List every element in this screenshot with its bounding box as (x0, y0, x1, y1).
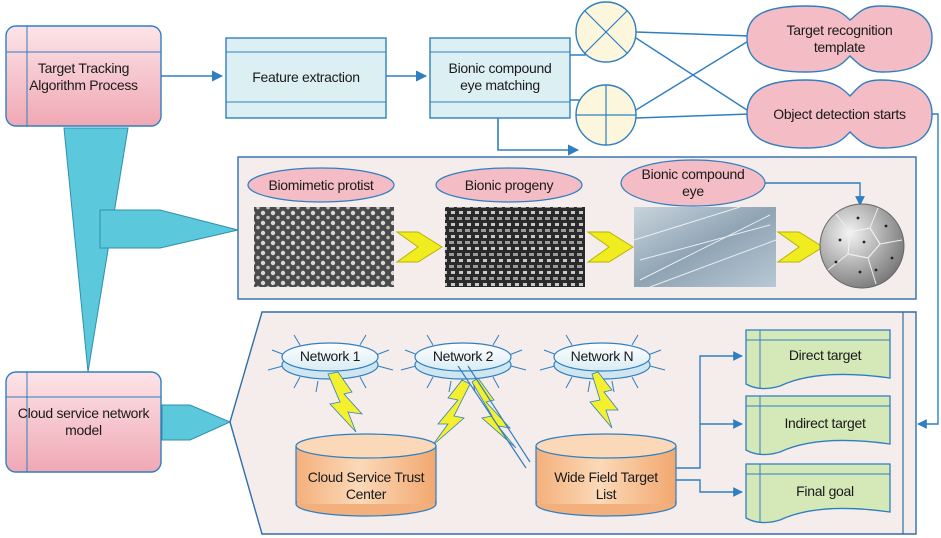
recognition-template-ellipse (746, 5, 933, 73)
bionic-callout-arrow (99, 209, 239, 249)
chevron-arrow-icon (586, 231, 634, 263)
lightning-bolt-icon (589, 371, 619, 429)
feature-extraction-box (225, 37, 387, 119)
network-1-disk (267, 334, 394, 393)
direct-target-doc (745, 329, 891, 390)
chevron-arrow-icon (776, 231, 824, 263)
compound-eye-texture-image (633, 206, 777, 288)
lightning-bolt-icon (431, 379, 471, 447)
network-n-disk (539, 334, 666, 393)
multiply-operator-icon (575, 1, 637, 63)
trust-center-cylinder (295, 433, 437, 517)
detection-starts-ellipse (746, 79, 933, 149)
protist-texture-image (254, 207, 394, 287)
progeny-pill (435, 167, 583, 203)
plus-operator-icon (575, 84, 637, 146)
indirect-target-doc (745, 395, 891, 456)
protist-pill (247, 167, 395, 203)
cloud-model-box (5, 371, 162, 473)
chevron-arrow-icon (395, 231, 443, 263)
final-goal-doc (745, 463, 891, 524)
process-funnel-arrow (63, 127, 129, 373)
compound-eye-sphere-icon (819, 203, 905, 289)
tracking-process-box (5, 25, 162, 127)
cloud-callout-arrow (161, 404, 232, 441)
compound-matching-box (429, 37, 571, 119)
network-2-disk (400, 334, 527, 393)
progeny-texture-image (445, 207, 585, 287)
wide-field-cylinder (535, 433, 677, 517)
compound-eye-pill (620, 159, 766, 207)
lightning-bolt-icon (327, 371, 364, 433)
